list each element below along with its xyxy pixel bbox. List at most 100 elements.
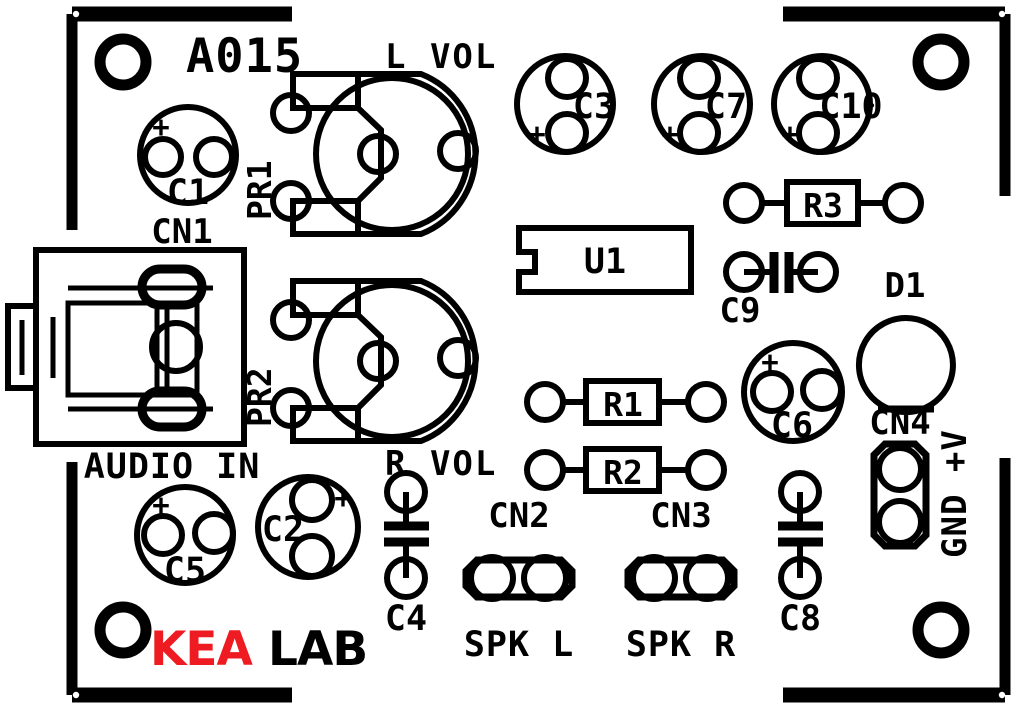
c2-designator: C2: [262, 510, 304, 550]
c7-pad-positive: [677, 111, 721, 155]
c10-pad-positive: [796, 111, 840, 155]
c10-polarity-mark: +: [781, 117, 798, 151]
d1-designator: D1: [885, 266, 926, 306]
component-u1: U1: [516, 225, 694, 295]
u1-body-outline: [516, 225, 694, 295]
pr1-designator: PR1: [240, 160, 279, 220]
cn1-designator: CN1: [151, 212, 212, 252]
component-c1: + C1: [137, 104, 239, 213]
c2-pad-positive: [289, 477, 335, 523]
pr2-pad-right: [437, 337, 479, 379]
component-c9: C9: [720, 251, 839, 331]
pr2-pad-left-bottom: [270, 387, 312, 429]
mounting-hole-top-right: [912, 33, 970, 91]
r2-designator: R2: [603, 453, 643, 492]
pr2-pad-left-top: [270, 299, 312, 341]
mounting-hole-bottom-left: [94, 601, 152, 659]
corner-marker-top-right: [998, 10, 1006, 18]
cn1-barrel-tab: [5, 303, 39, 391]
brand-logo: KEA LAB: [150, 622, 368, 677]
c1-designator: C1: [167, 173, 209, 213]
cn4-function-label: GND +V: [935, 429, 975, 558]
c4-designator: C4: [385, 599, 427, 639]
cn1-pad-ring: [137, 386, 207, 432]
c5-designator: C5: [164, 551, 206, 591]
c3-designator: C3: [573, 87, 615, 127]
c10-designator: C10: [819, 87, 882, 127]
c5-pad-negative: [192, 511, 236, 555]
pr1-pad-left-bottom: [270, 180, 312, 222]
cn1-inner-rect: [65, 300, 170, 398]
corner-marker-bottom-right: [998, 691, 1006, 699]
cn4-pad-1: [876, 445, 924, 493]
c3-pad-positive: [545, 111, 589, 155]
component-c7: + C7: [651, 53, 753, 155]
cn2-function-label: SPK L: [464, 625, 574, 665]
c1-pad-positive: [142, 136, 184, 178]
component-pr1: PR1 L VOL: [240, 37, 497, 237]
cn3-function-label: SPK R: [626, 625, 736, 665]
pr2-shaft-circle: [313, 282, 471, 440]
c10-pad-top: [796, 56, 840, 100]
corner-marker-top-left: [72, 10, 80, 18]
cn3-body-outline: [624, 556, 738, 601]
component-r3: R3: [723, 179, 924, 227]
c2-polarity-mark: +: [334, 481, 351, 515]
component-cn1: CN1 AUDIO IN: [5, 212, 261, 487]
component-cn2: CN2 SPK L: [462, 496, 576, 665]
cn3-pad-1: [630, 554, 678, 602]
mounting-holes: [94, 33, 970, 659]
component-c6: + C6: [741, 340, 845, 446]
c6-designator: C6: [771, 406, 813, 446]
cn2-body-outline: [462, 556, 576, 601]
corner-marker-bottom-left: [72, 691, 80, 699]
component-c4: C4: [384, 470, 429, 639]
cn2-designator: CN2: [488, 496, 549, 536]
c5-polarity-mark: +: [152, 488, 169, 522]
c1-polarity-mark: +: [152, 110, 169, 144]
pr2-pad-center: [357, 340, 399, 382]
c5-pad-positive: [141, 513, 185, 557]
c7-polarity-mark: +: [661, 117, 678, 151]
component-c10: + C10: [771, 53, 883, 155]
pr2-function-label: R VOL: [385, 444, 497, 484]
c2-pad-negative: [289, 533, 335, 579]
cn1-function-label: AUDIO IN: [84, 447, 261, 487]
cn1-pad-sleeve: [149, 320, 203, 374]
pr1-function-label: L VOL: [385, 37, 497, 77]
pr1-shaft-circle: [313, 75, 471, 233]
component-c2: + C2: [255, 474, 361, 580]
r3-designator: R3: [803, 186, 843, 225]
component-r1: R1: [524, 378, 727, 426]
c3-polarity-mark: +: [528, 117, 545, 151]
c1-body: [137, 104, 239, 206]
c7-designator: C7: [705, 87, 747, 127]
c3-pad-top: [545, 56, 589, 100]
cn3-pad-2: [683, 554, 731, 602]
r3-body: [784, 179, 861, 227]
cn3-designator: CN3: [650, 496, 711, 536]
r2-body: [583, 446, 662, 494]
pr1-pad-center: [357, 133, 399, 175]
component-cn3: CN3 SPK R: [624, 496, 738, 665]
component-c8: C8: [778, 470, 823, 639]
cn2-pad-1: [468, 554, 516, 602]
c9-designator: C9: [720, 291, 761, 331]
component-c3: + C3: [514, 53, 616, 155]
board-part-number: A015: [186, 29, 303, 84]
c8-designator: C8: [779, 599, 821, 639]
component-cn4: CN4 GND +V: [869, 403, 975, 558]
c1-pad-negative: [193, 136, 235, 178]
c6-pad-negative: [800, 368, 844, 412]
component-c5: + C5: [134, 484, 236, 591]
u1-designator: U1: [584, 242, 626, 282]
pr1-pad-right: [437, 130, 479, 172]
cn4-pad-2: [876, 498, 924, 546]
board-outline: [66, 6, 1011, 703]
c6-polarity-mark: +: [761, 345, 778, 379]
brand-logo-lab: LAB: [268, 622, 367, 677]
r1-designator: R1: [603, 385, 643, 424]
